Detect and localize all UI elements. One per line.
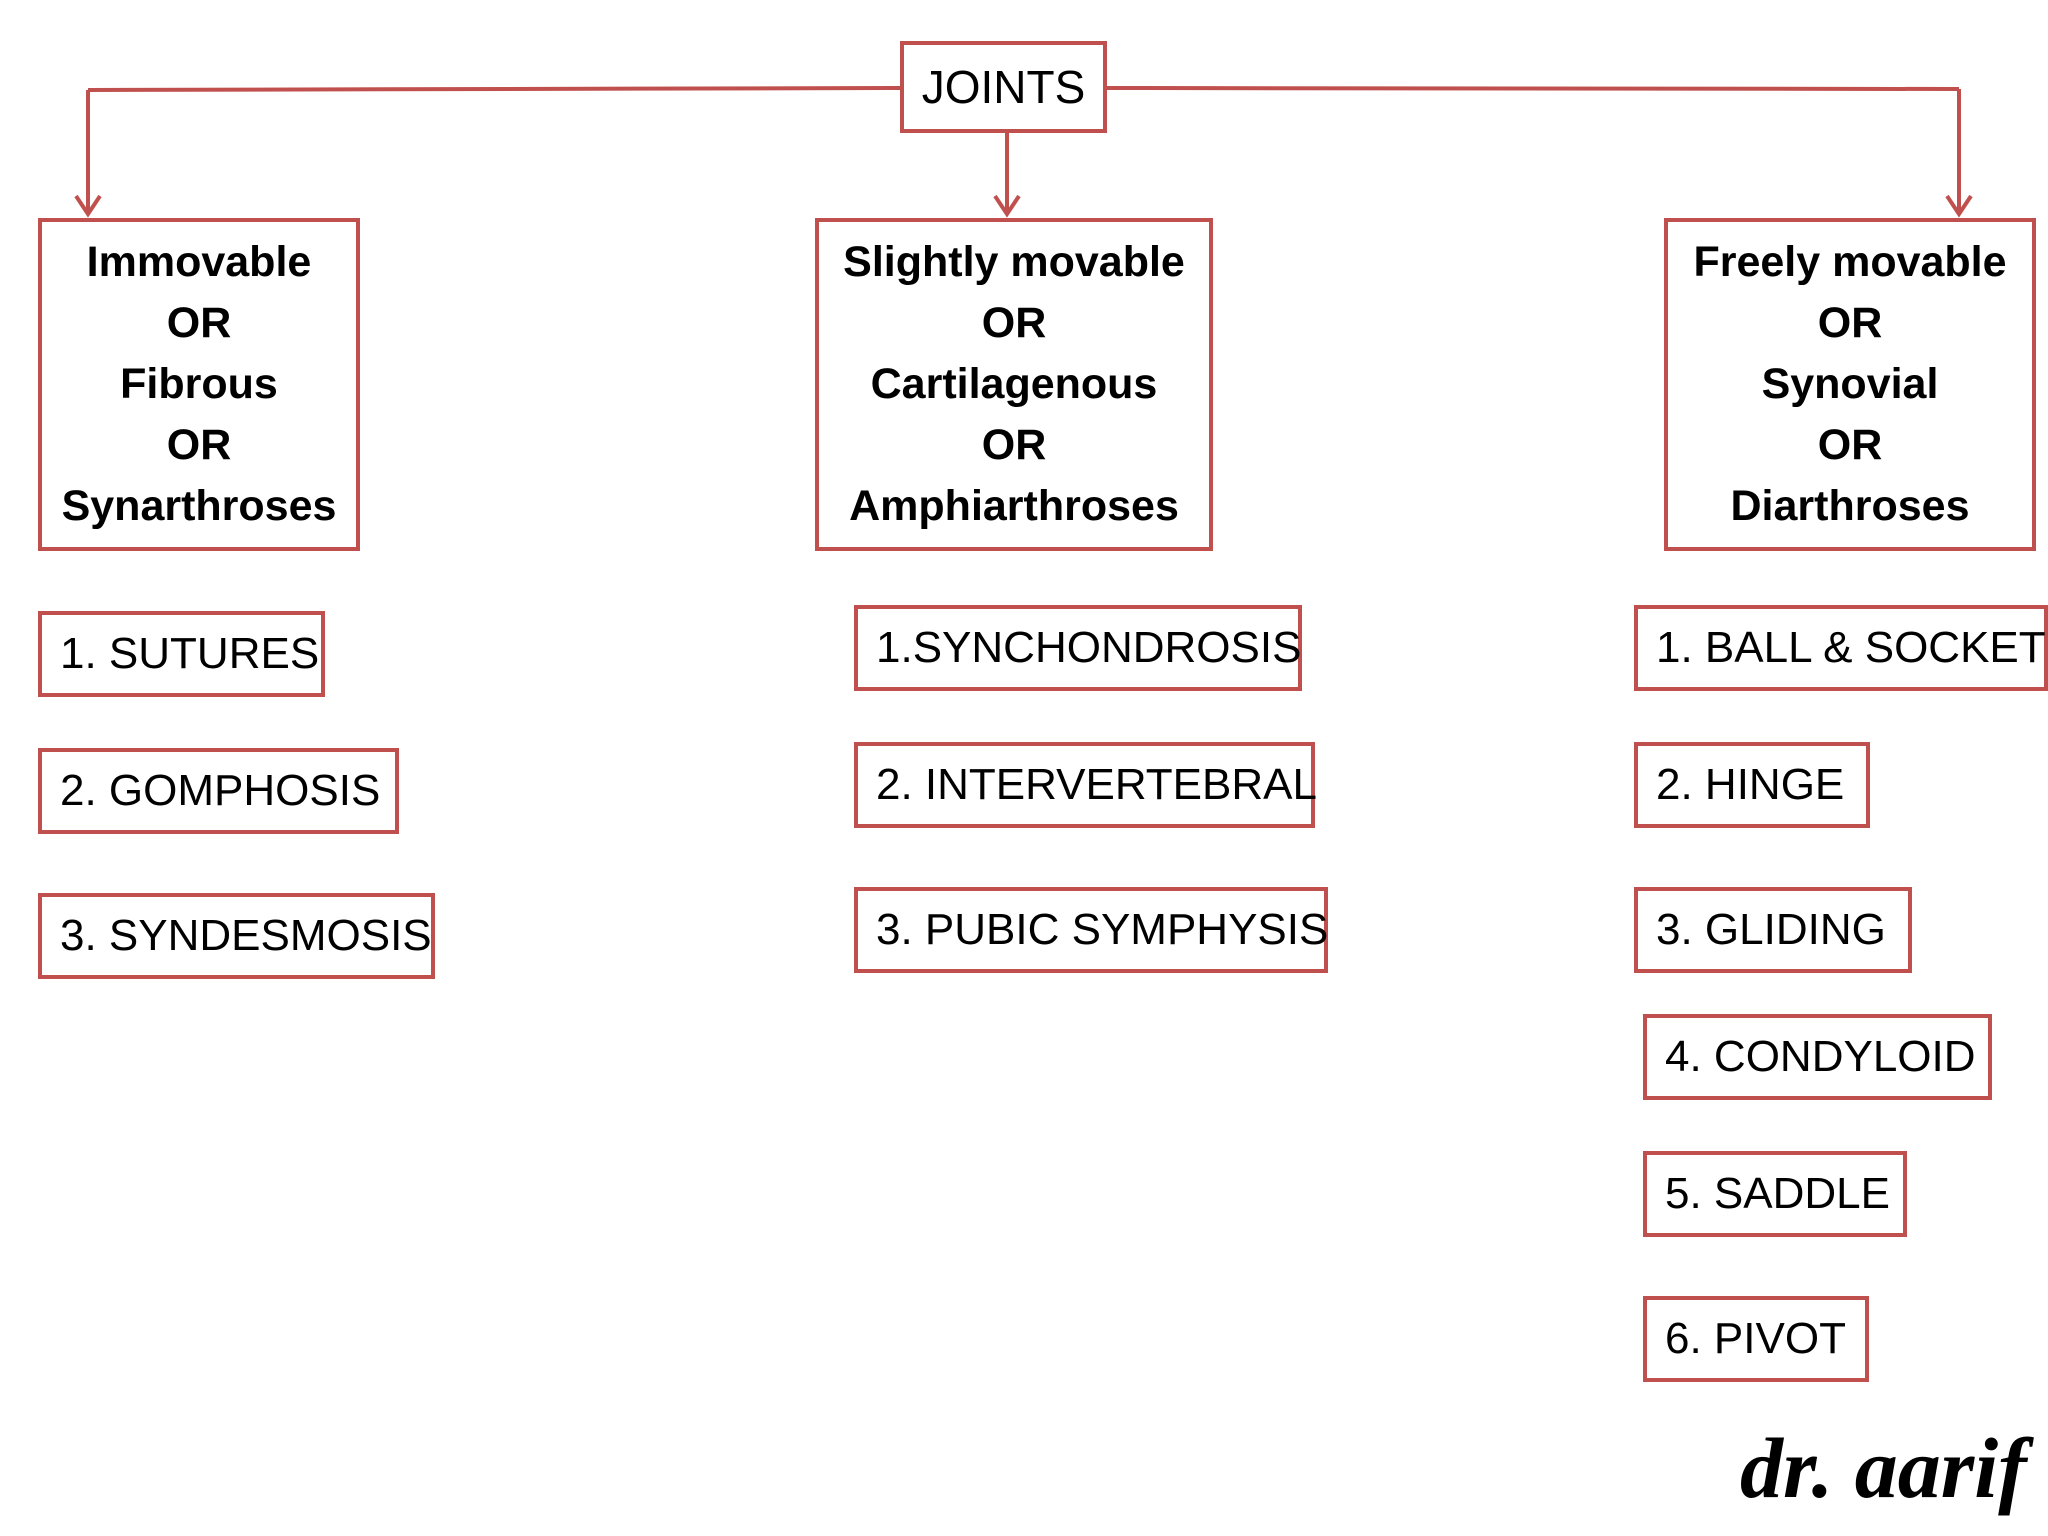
category-line: Fibrous (120, 360, 278, 408)
category-box-freely-movable: Freely movable OR Synovial OR Diarthrose… (1664, 218, 2036, 551)
item-label: 1. BALL & SOCKET (1656, 623, 2046, 672)
arrowhead-left (74, 194, 102, 218)
category-line: Diarthroses (1730, 482, 1970, 530)
category-line: Synarthroses (61, 482, 337, 530)
item-label: 2. HINGE (1656, 760, 1845, 809)
category-line: Amphiarthroses (849, 482, 1179, 530)
category-line: Freely movable (1693, 238, 2007, 286)
item-label: 3. PUBIC SYMPHYSIS (876, 905, 1329, 954)
item-label: 6. PIVOT (1665, 1314, 1846, 1363)
category-line: OR (1817, 421, 1883, 469)
item-box-gliding: 3. GLIDING (1634, 887, 1912, 973)
category-line: OR (981, 299, 1047, 347)
author-signature: dr. aarif (1740, 1420, 2027, 1516)
item-label: 3. GLIDING (1656, 905, 1886, 954)
category-line: OR (166, 299, 232, 347)
root-node-label: JOINTS (921, 61, 1086, 113)
category-line: Synovial (1761, 360, 1939, 408)
category-line: Immovable (86, 238, 312, 286)
category-box-slightly-movable: Slightly movable OR Cartilagenous OR Amp… (815, 218, 1213, 551)
arrowhead-middle (993, 194, 1021, 218)
root-node-joints: JOINTS (900, 41, 1107, 133)
item-label: 1.SYNCHONDROSIS (876, 623, 1302, 672)
item-box-pivot: 6. PIVOT (1643, 1296, 1869, 1382)
item-label: 2. GOMPHOSIS (60, 766, 381, 815)
item-box-sutures: 1. SUTURES (38, 611, 325, 697)
item-label: 5. SADDLE (1665, 1169, 1890, 1218)
item-label: 1. SUTURES (60, 629, 320, 678)
category-line: OR (1817, 299, 1883, 347)
connector-right-horizontal (1106, 86, 1960, 91)
item-box-ball-and-socket: 1. BALL & SOCKET (1634, 605, 2048, 691)
item-label: 2. INTERVERTEBRAL (876, 760, 1317, 809)
item-box-syndesmosis: 3. SYNDESMOSIS (38, 893, 435, 979)
category-line: OR (981, 421, 1047, 469)
item-box-pubic-symphysis: 3. PUBIC SYMPHYSIS (854, 887, 1328, 973)
category-line: Cartilagenous (870, 360, 1158, 408)
item-box-gomphosis: 2. GOMPHOSIS (38, 748, 399, 834)
category-box-immovable: Immovable OR Fibrous OR Synarthroses (38, 218, 360, 551)
item-label: 4. CONDYLOID (1665, 1032, 1976, 1081)
item-label: 3. SYNDESMOSIS (60, 911, 432, 960)
item-box-condyloid: 4. CONDYLOID (1643, 1014, 1992, 1100)
item-box-saddle: 5. SADDLE (1643, 1151, 1907, 1237)
item-box-synchondrosis: 1.SYNCHONDROSIS (854, 605, 1302, 691)
arrowhead-right (1945, 194, 1973, 218)
category-line: Slightly movable (843, 238, 1185, 286)
category-line: OR (166, 421, 232, 469)
connector-left-horizontal (87, 86, 901, 92)
item-box-hinge: 2. HINGE (1634, 742, 1870, 828)
item-box-intervertebral: 2. INTERVERTEBRAL (854, 742, 1317, 828)
